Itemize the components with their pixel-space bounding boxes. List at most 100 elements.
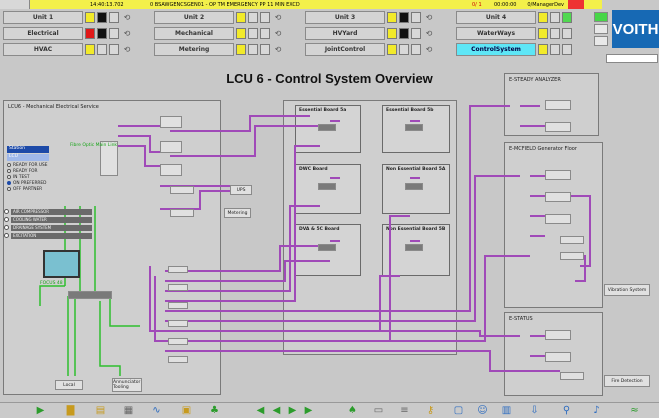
local-button[interactable]: Local (55, 380, 83, 390)
network-icon[interactable]: ♠ (348, 405, 357, 416)
monitor-icon[interactable]: ▢ (453, 405, 464, 416)
plc-module[interactable] (545, 214, 571, 224)
nav-unit-2-button[interactable]: Unit 2 (154, 11, 234, 24)
switch-module[interactable] (170, 209, 194, 217)
refresh-icon[interactable]: ⟲ (274, 45, 282, 54)
status-indicator (85, 12, 95, 23)
side-status-box[interactable] (594, 36, 608, 46)
download-icon[interactable]: ⇩ (530, 405, 539, 416)
document-icon[interactable]: ▤ (95, 405, 106, 416)
chart-icon[interactable]: ▥ (501, 405, 512, 416)
status-indicator (236, 28, 246, 39)
refresh-icon[interactable]: ⟲ (123, 29, 131, 38)
arrow-prev-icon[interactable]: ◀ (272, 405, 281, 416)
alarm-ack-button[interactable] (0, 0, 30, 9)
monitor-icon[interactable] (43, 250, 80, 278)
wire (165, 105, 520, 337)
table-icon[interactable]: ▦ (123, 405, 134, 416)
refresh-icon[interactable]: ⟲ (425, 13, 433, 22)
plc-module[interactable] (160, 164, 182, 176)
annunciator-button[interactable]: Annunciator Tooling (112, 378, 142, 392)
alarm-message[interactable]: 0 BSAWGENCSGEN01 - OP TM EMERGENCY PP 11… (150, 1, 300, 8)
status-item[interactable]: COOLING WATER (4, 216, 92, 223)
nav-hvyard-button[interactable]: HVYard (305, 27, 385, 40)
bus-module[interactable] (168, 338, 188, 345)
plc-module[interactable] (545, 192, 571, 202)
vibration-system-button[interactable]: Vibration System (604, 284, 650, 296)
computer-icon[interactable]: ▭ (373, 405, 384, 416)
print-icon[interactable]: ▣ (181, 405, 192, 416)
side-status-box[interactable] (594, 24, 608, 34)
nav-mechanical-button[interactable]: Mechanical (154, 27, 234, 40)
plc-module[interactable] (545, 100, 571, 110)
bus-module[interactable] (168, 320, 188, 327)
board-module[interactable] (318, 124, 336, 131)
nav-jointcontrol-button[interactable]: JointControl (305, 43, 385, 56)
refresh-icon[interactable]: ⟲ (274, 13, 282, 22)
side-status-box[interactable] (594, 12, 608, 22)
nav-unit-3-button[interactable]: Unit 3 (305, 11, 385, 24)
bus-module[interactable] (168, 284, 188, 291)
users-icon[interactable]: ☺ (477, 405, 488, 416)
plc-module[interactable] (545, 170, 571, 180)
refresh-icon[interactable]: ⟲ (425, 29, 433, 38)
nav-metering-button[interactable]: Metering (154, 43, 234, 56)
signal-icon[interactable]: ≈ (630, 405, 639, 416)
list-icon[interactable]: ≡ (400, 405, 409, 416)
status-item[interactable]: DRAINAGE SYSTEM (4, 224, 92, 231)
board-module[interactable] (318, 183, 336, 190)
plc-module[interactable] (160, 116, 182, 128)
board-module[interactable] (318, 244, 336, 251)
refresh-icon[interactable]: ⟲ (425, 45, 433, 54)
ups-button[interactable]: UPS (230, 185, 252, 195)
status-indicator (550, 12, 560, 23)
nav-waterways-button[interactable]: WaterWays (456, 27, 536, 40)
nav-unit-1-button[interactable]: Unit 1 (3, 11, 83, 24)
key-icon[interactable]: ⚷ (426, 405, 435, 416)
bus-module[interactable] (168, 356, 188, 363)
status-item[interactable]: AIR COMPRESSOR (4, 208, 92, 215)
legend-item: OFF PARTNER (7, 186, 49, 192)
refresh-icon[interactable]: ⟲ (123, 45, 131, 54)
status-indicator (109, 28, 119, 39)
switch-module[interactable] (170, 186, 194, 194)
plc-module[interactable] (545, 330, 571, 340)
switch-module[interactable] (560, 252, 584, 260)
status-item[interactable]: EXCITATION (4, 232, 92, 239)
alarm-bar[interactable]: 14:40:13.702 0 BSAWGENCSGEN01 - OP TM EM… (0, 0, 602, 9)
server-rack[interactable] (100, 141, 118, 176)
status-indicator (538, 28, 548, 39)
nav-cell: Mechanical ⟲ (151, 26, 302, 41)
plc-module[interactable] (545, 352, 571, 362)
bus-module[interactable] (168, 266, 188, 273)
board-title: Essential Board 5a (299, 108, 347, 113)
tree-icon[interactable]: ♣ (210, 405, 219, 416)
nav-electrical-button[interactable]: Electrical (3, 27, 83, 40)
speaker-icon[interactable]: ♪ (593, 405, 600, 416)
board-module[interactable] (405, 183, 423, 190)
metering-button[interactable]: Metering (224, 208, 251, 218)
arrow-next-icon[interactable]: ▶ (288, 405, 297, 416)
board-module[interactable] (405, 244, 423, 251)
bus-module[interactable] (168, 302, 188, 309)
refresh-icon[interactable]: ⟲ (274, 29, 282, 38)
nav-hvac-button[interactable]: HVAC (3, 43, 83, 56)
search-input[interactable] (606, 54, 658, 63)
board-module[interactable] (405, 124, 423, 131)
alarm-close-button[interactable] (568, 0, 584, 9)
plc-module[interactable] (160, 141, 182, 153)
network-switch[interactable] (68, 291, 112, 299)
nav-unit-4-button[interactable]: Unit 4 (456, 11, 536, 24)
plc-module[interactable] (545, 122, 571, 132)
folder-icon[interactable]: ▇ (66, 405, 75, 416)
nav-controlsystem-button[interactable]: ControlSystem (456, 43, 536, 56)
refresh-icon[interactable]: ⟲ (123, 13, 131, 22)
trend-icon[interactable]: ∿ (152, 405, 161, 416)
fire-detection-button[interactable]: Fire Detection (604, 375, 650, 387)
switch-module[interactable] (560, 372, 584, 380)
arrow-first-icon[interactable]: ◀ (256, 405, 265, 416)
arrow-last-icon[interactable]: ▶ (304, 405, 313, 416)
search-icon[interactable]: ⚲ (562, 405, 571, 416)
switch-module[interactable] (560, 236, 584, 244)
play-icon[interactable]: ▶ (36, 405, 45, 416)
